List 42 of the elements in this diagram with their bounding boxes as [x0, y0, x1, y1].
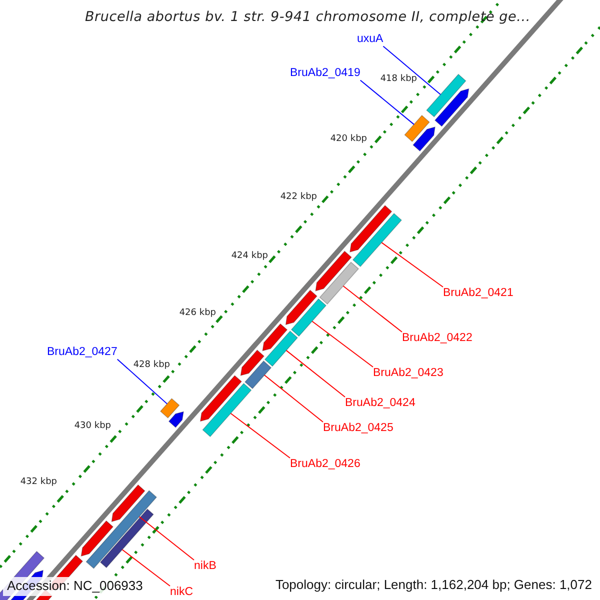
leader-line	[116, 358, 168, 404]
leader-line	[360, 80, 414, 125]
title: Brucella abortus bv. 1 str. 9-941 chromosome II, complete ge...	[85, 10, 530, 26]
gene-bar	[319, 262, 360, 305]
leader-line	[312, 320, 374, 368]
gene-bar	[160, 398, 180, 418]
gene-bar	[244, 360, 272, 390]
scale-label: 424 kbp	[231, 251, 268, 262]
gene-label: BruAb2_0424	[345, 397, 416, 410]
gene-label: BruAb2_0427	[47, 346, 118, 360]
gene-bar	[86, 490, 158, 569]
gene-bar	[202, 382, 252, 438]
gene-label: BruAb2_0425	[323, 422, 394, 436]
leader-line	[122, 549, 170, 586]
scale-label: 426 kbp	[179, 308, 216, 318]
gene-bar	[426, 74, 466, 118]
gene-bar	[264, 330, 298, 367]
scale-label: 418 kbp	[380, 74, 417, 84]
gene-label: nikB	[194, 560, 216, 574]
gene-bar	[352, 212, 402, 268]
gene-bar	[100, 508, 154, 568]
leader-line	[286, 350, 346, 398]
gene-label: BruAb2_0422	[402, 332, 472, 346]
gene-label: BruAb2_0421	[443, 287, 514, 300]
gene-label: BruAb2_0419	[290, 67, 360, 80]
gene-label: BruAb2_0423	[373, 367, 444, 380]
scale-label: 428 kbp	[133, 360, 170, 370]
scale-label: 430 kbp	[74, 421, 111, 432]
scale-label: 432 kbp	[20, 477, 57, 488]
gene-bar	[290, 298, 327, 337]
gene-label: BruAb2_0426	[290, 458, 360, 472]
leader-line	[138, 516, 194, 560]
leader-line	[230, 412, 290, 458]
leader-line	[342, 286, 402, 332]
scale-label: 422 kbp	[280, 192, 317, 202]
gene-label: uxuA	[357, 33, 384, 46]
leader-line	[382, 46, 441, 95]
gene-label: nikC	[170, 586, 194, 600]
leader-line	[264, 374, 324, 422]
gene-bar	[404, 114, 430, 142]
scale-label: 420 kbp	[330, 134, 367, 144]
leader-line	[381, 242, 444, 288]
